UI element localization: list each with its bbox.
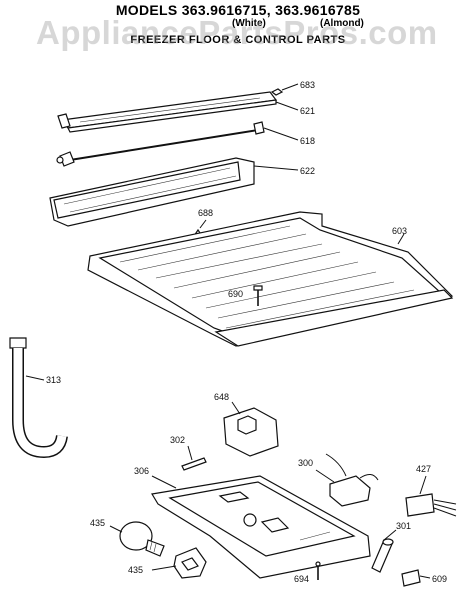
finish-white: (White) (232, 18, 266, 29)
label-618: 618 (300, 136, 315, 146)
models-title: MODELS 363.9616715, 363.9616785 (115, 2, 361, 18)
label-306: 306 (134, 466, 149, 476)
part-690-screw (253, 285, 263, 306)
label-300: 300 (298, 458, 313, 468)
label-609: 609 (432, 574, 447, 584)
part-648-thermostat (223, 401, 279, 457)
label-621: 621 (300, 106, 315, 116)
section-title: FREEZER FLOOR & CONTROL PARTS (130, 34, 346, 46)
part-622-trough (49, 157, 299, 227)
label-313: 313 (46, 375, 61, 385)
label-694: 694 (294, 574, 309, 584)
part-603-freezer-floor (87, 211, 454, 347)
part-313-drain-tube (9, 337, 68, 459)
part-435-bulb (109, 521, 165, 557)
label-427: 427 (416, 464, 431, 474)
part-301-knob (371, 529, 397, 573)
part-621-light-housing (57, 91, 299, 133)
label-603: 603 (392, 226, 407, 236)
label-302: 302 (170, 435, 185, 445)
label-688: 688 (198, 208, 213, 218)
part-302-capillary (181, 445, 207, 471)
label-622: 622 (300, 166, 315, 176)
part-435-socket (151, 547, 207, 579)
part-694-screw (315, 561, 321, 580)
label-683: 683 (300, 80, 315, 90)
label-435-bulb: 435 (90, 518, 105, 528)
part-300-switch (315, 453, 379, 507)
part-618-rod (56, 121, 299, 167)
label-648: 648 (214, 392, 229, 402)
part-306-control-housing (151, 475, 371, 579)
label-435-socket: 435 (128, 565, 143, 575)
part-427-harness (405, 475, 457, 517)
finish-almond: (Almond) (320, 18, 364, 29)
part-609-connector (401, 569, 431, 587)
label-301: 301 (396, 521, 411, 531)
part-683-screw (270, 83, 299, 96)
label-690: 690 (228, 289, 243, 299)
